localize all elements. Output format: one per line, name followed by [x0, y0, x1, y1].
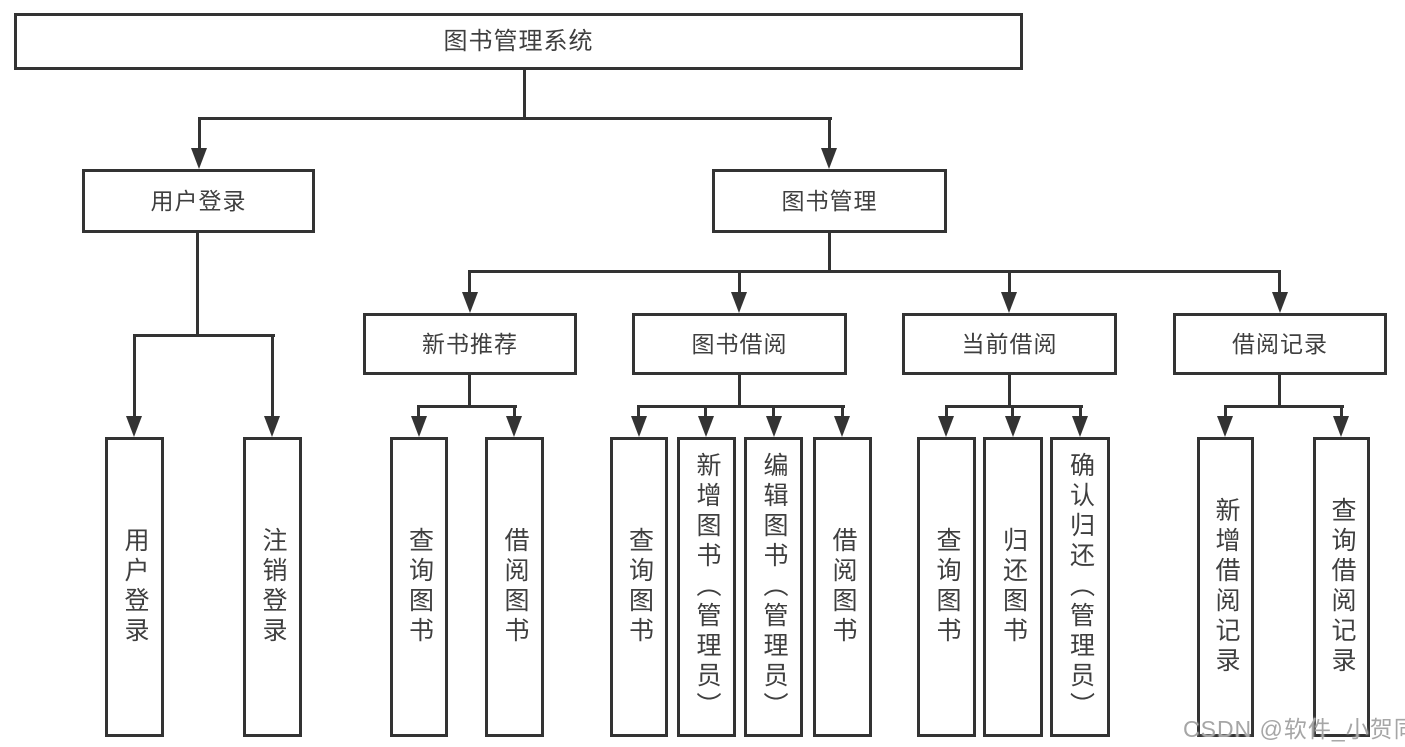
- arrow-down-icon: [766, 416, 782, 437]
- leaf-confirm-return-admin: 确认归还（管理员）: [1050, 437, 1110, 737]
- leaf-borrow-books: 借阅图书: [485, 437, 544, 737]
- connector-vline: [828, 117, 831, 151]
- connector-hline: [1224, 405, 1344, 408]
- connector-vline: [1079, 405, 1082, 419]
- node-book-borrowing: 图书借阅: [632, 313, 847, 375]
- arrow-down-icon: [1001, 292, 1017, 313]
- node-borrow-records: 借阅记录: [1173, 313, 1387, 375]
- connector-hline: [945, 405, 1083, 408]
- arrow-down-icon: [698, 416, 714, 437]
- leaf-query-books-3: 查询图书: [917, 437, 976, 737]
- arrow-down-icon: [938, 416, 954, 437]
- arrow-down-icon: [834, 416, 850, 437]
- connector-vline: [196, 231, 199, 337]
- leaf-borrow-books-2: 借阅图书: [813, 437, 872, 737]
- arrow-down-icon: [126, 416, 142, 437]
- arrow-down-icon: [1333, 416, 1349, 437]
- arrow-down-icon: [191, 148, 207, 169]
- connector-vline: [417, 405, 420, 419]
- connector-vline: [738, 373, 741, 408]
- arrow-down-icon: [462, 292, 478, 313]
- connector-vline: [772, 405, 775, 419]
- connector-vline: [1008, 270, 1011, 294]
- node-book-management: 图书管理: [712, 169, 947, 233]
- arrow-down-icon: [1217, 416, 1233, 437]
- connector-vline: [704, 405, 707, 419]
- connector-vline: [468, 270, 471, 294]
- connector-vline: [271, 334, 274, 418]
- connector-hline: [198, 117, 832, 120]
- connector-vline: [1278, 373, 1281, 408]
- connector-vline: [738, 270, 741, 294]
- connector-vline: [1011, 405, 1014, 419]
- arrow-down-icon: [1272, 292, 1288, 313]
- connector-hline: [637, 405, 845, 408]
- leaf-edit-books-admin: 编辑图书（管理员）: [744, 437, 803, 737]
- connector-vline: [1008, 373, 1011, 408]
- leaf-add-borrow-record: 新增借阅记录: [1197, 437, 1254, 737]
- connector-hline: [468, 270, 1281, 273]
- leaf-logout: 注销登录: [243, 437, 302, 737]
- leaf-return-books: 归还图书: [983, 437, 1043, 737]
- connector-vline: [828, 232, 831, 273]
- connector-hline: [417, 405, 517, 408]
- leaf-query-books-2: 查询图书: [610, 437, 668, 737]
- connector-vline: [513, 405, 516, 419]
- arrow-down-icon: [506, 416, 522, 437]
- connector-vline: [637, 405, 640, 419]
- connector-vline: [1224, 405, 1227, 419]
- connector-vline: [198, 117, 201, 151]
- connector-hline: [133, 334, 275, 337]
- connector-vline: [468, 373, 471, 408]
- leaf-add-books-admin: 新增图书（管理员）: [677, 437, 736, 737]
- arrow-down-icon: [821, 148, 837, 169]
- leaf-user-login: 用户登录: [105, 437, 164, 737]
- watermark: CSDN @软件_小贺同学: [1183, 716, 1405, 742]
- node-new-book-recommend: 新书推荐: [363, 313, 577, 375]
- arrow-down-icon: [411, 416, 427, 437]
- connector-vline: [133, 334, 136, 418]
- connector-vline: [841, 405, 844, 419]
- arrow-down-icon: [1072, 416, 1088, 437]
- node-current-borrowing: 当前借阅: [902, 313, 1117, 375]
- node-user-login: 用户登录: [82, 169, 315, 233]
- connector-vline: [945, 405, 948, 419]
- leaf-query-borrow-record: 查询借阅记录: [1313, 437, 1370, 737]
- connector-vline: [523, 68, 526, 119]
- arrow-down-icon: [631, 416, 647, 437]
- connector-vline: [1278, 270, 1281, 294]
- leaf-query-books: 查询图书: [390, 437, 448, 737]
- arrow-down-icon: [264, 416, 280, 437]
- arrow-down-icon: [1005, 416, 1021, 437]
- connector-vline: [1340, 405, 1343, 419]
- node-library-system: 图书管理系统: [14, 13, 1023, 70]
- arrow-down-icon: [731, 292, 747, 313]
